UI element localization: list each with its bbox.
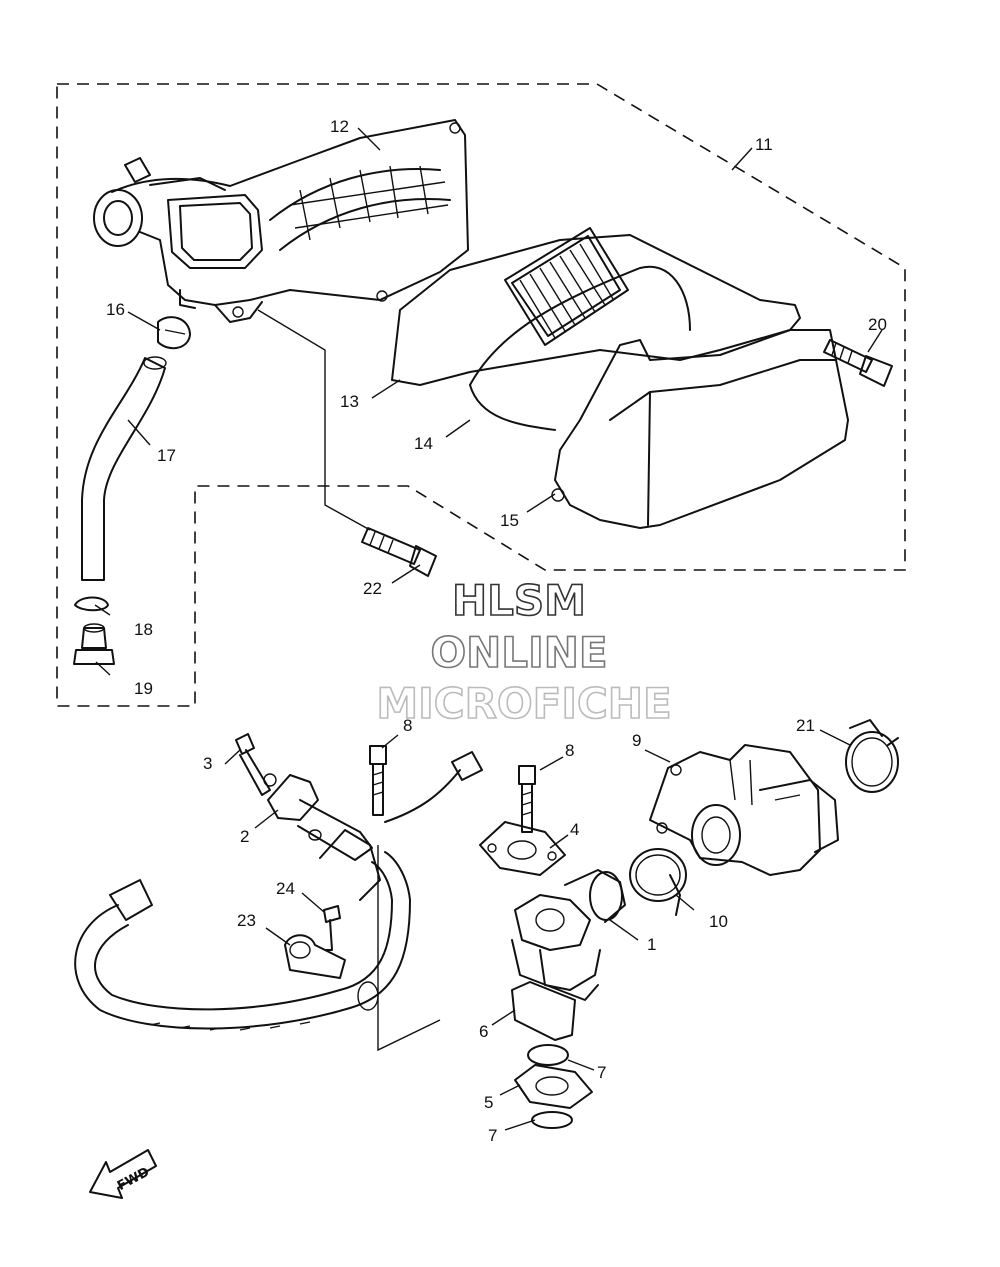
assembly-boundary	[56, 83, 906, 707]
hose-clamp-10	[629, 848, 687, 916]
hose-clamp-21	[845, 719, 899, 793]
o-ring-upper	[527, 1044, 569, 1066]
callout-4: 4	[570, 820, 579, 839]
o-ring-lower	[531, 1111, 573, 1129]
joint-assembly	[267, 751, 483, 901]
callout-1: 1	[647, 935, 656, 954]
callout-2: 2	[240, 827, 249, 846]
hose-clip	[74, 596, 109, 612]
callout-17: 17	[157, 446, 176, 465]
air-filter-element	[469, 227, 691, 431]
callout-13: 13	[340, 392, 359, 411]
forward-arrow-icon: FWD	[89, 1149, 157, 1199]
case-seal	[391, 234, 801, 386]
callout-18: 18	[134, 620, 153, 639]
case-screw	[361, 527, 437, 577]
fwd-label: FWD	[115, 1165, 152, 1194]
callout-24: 24	[276, 879, 295, 898]
callout-5: 5	[484, 1093, 493, 1112]
insulator	[479, 821, 566, 876]
watermark-online: ONLINE	[430, 628, 607, 677]
callout-22: 22	[363, 579, 382, 598]
callout-15: 15	[500, 511, 519, 530]
callout-3: 3	[203, 754, 212, 773]
callout-8a: 8	[403, 716, 412, 735]
manifold-gasket	[511, 981, 576, 1041]
callout-14: 14	[414, 434, 433, 453]
callout-19: 19	[134, 679, 153, 698]
callout-6: 6	[479, 1022, 488, 1041]
intake-manifold	[511, 869, 626, 1001]
callout-7a: 7	[597, 1063, 606, 1082]
hose-bracket	[284, 934, 346, 979]
callout-23: 23	[237, 911, 256, 930]
screw-3	[235, 733, 277, 796]
callout-7b: 7	[488, 1126, 497, 1145]
case-bolt	[823, 339, 893, 387]
assembly-line-b	[377, 845, 441, 1052]
callout-11: 11	[755, 135, 773, 154]
bolt-8-left	[369, 745, 387, 816]
callout-21: 21	[796, 716, 815, 735]
watermark-microfiche: MICROFICHE	[376, 679, 671, 728]
assembly-line-a	[257, 309, 371, 531]
bolt-8-right	[518, 765, 536, 833]
breather-hose	[74, 851, 411, 1031]
callout-8b: 8	[565, 741, 574, 760]
air-cleaner-case	[551, 329, 849, 529]
callout-16: 16	[106, 300, 125, 319]
joint-flange	[514, 1064, 593, 1109]
callout-12: 12	[330, 117, 349, 136]
throttle-body	[649, 744, 839, 876]
drain-plug	[73, 623, 115, 665]
watermark-hlsm: HLSM	[452, 576, 586, 625]
bracket-screw	[323, 905, 341, 951]
callout-20: 20	[868, 315, 887, 334]
air-intake-duct	[93, 119, 469, 323]
drain-hose	[81, 357, 166, 581]
leader-lines	[94, 127, 883, 1131]
callout-9: 9	[632, 731, 641, 750]
drain-hose-end	[143, 356, 167, 370]
callout-10: 10	[709, 912, 728, 931]
drain-clamp	[157, 316, 191, 350]
